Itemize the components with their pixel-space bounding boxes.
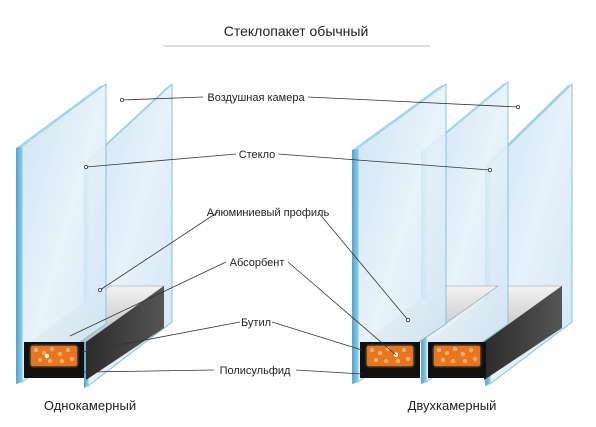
leader-dots (84, 98, 521, 322)
double-absorbent-granules-2 (436, 346, 478, 364)
label-butyl: Бутил (241, 317, 271, 329)
double-absorbent-granules-1 (369, 346, 411, 364)
single-chamber-unit (16, 82, 173, 388)
caption-single-chamber: Однокамерный (44, 398, 136, 413)
leader-lines (69, 96, 519, 375)
label-glass: Стекло (239, 149, 276, 161)
label-absorbent: Абсорбент (230, 257, 285, 269)
double-profile-2-dark (484, 286, 562, 380)
label-polysulfide: Полисульфид (220, 365, 291, 377)
label-aluminum-profile: Алюминиевый профиль (207, 207, 330, 219)
double-front-glass-top-edge (352, 84, 446, 150)
label-air-chamber: Воздушная камера (207, 92, 305, 104)
page-title: Стеклопакет обычный (224, 23, 369, 39)
front-glass-edge (16, 146, 22, 384)
single-absorbent-marker (44, 353, 50, 359)
front-glass-top-edge (16, 84, 106, 148)
double-chamber-unit (352, 80, 573, 386)
single-profile-dark-back (86, 286, 164, 380)
single-absorbent-granules (33, 346, 75, 364)
double-front-glass-edge (352, 148, 358, 384)
caption-double-chamber: Двухкамерный (408, 398, 497, 413)
